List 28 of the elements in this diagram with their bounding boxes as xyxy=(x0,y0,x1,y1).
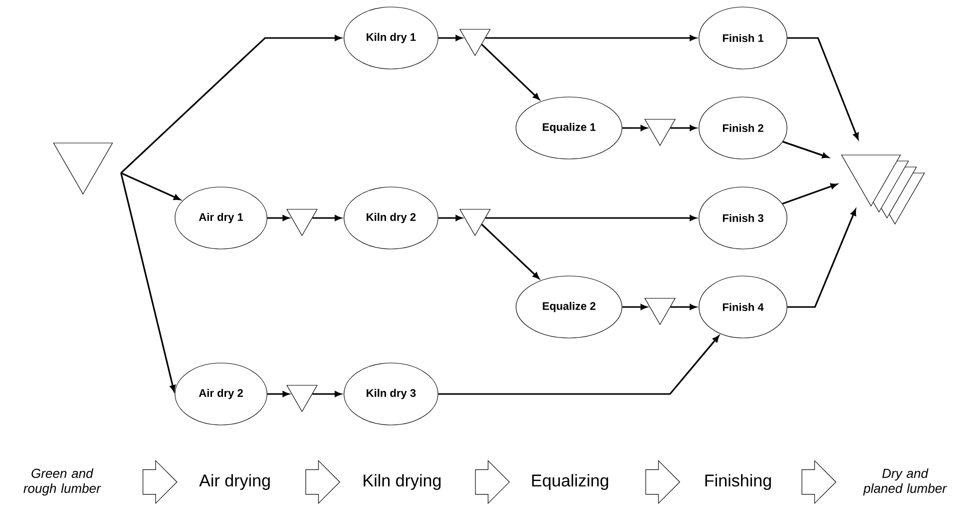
arrow xyxy=(787,209,856,308)
arrow xyxy=(267,391,290,397)
arrow xyxy=(787,37,859,140)
arrow xyxy=(267,215,290,221)
arrow xyxy=(622,125,648,131)
stage-label: Equalizing xyxy=(532,474,608,490)
arrow xyxy=(481,224,540,279)
arrow xyxy=(670,304,696,310)
stage-label: Dry and planed lumber xyxy=(863,468,947,496)
arrow xyxy=(485,215,696,221)
stage-label: Green and rough lumber xyxy=(24,468,102,496)
arrow xyxy=(120,172,180,200)
arrow xyxy=(120,35,342,174)
stage-label: Finishing xyxy=(705,474,771,490)
arrow xyxy=(438,215,462,221)
stage-label: Kiln drying xyxy=(364,474,441,490)
arrow xyxy=(438,35,462,41)
arrow xyxy=(622,304,648,310)
arrow xyxy=(481,44,540,100)
arrow xyxy=(120,172,176,392)
arrow xyxy=(485,35,696,41)
stage-label: Air drying xyxy=(199,474,270,490)
arrow xyxy=(312,215,342,221)
arrow xyxy=(670,125,696,131)
arrow xyxy=(782,183,838,205)
arrow xyxy=(782,140,829,158)
arrow xyxy=(438,336,720,395)
arrow xyxy=(312,391,342,397)
